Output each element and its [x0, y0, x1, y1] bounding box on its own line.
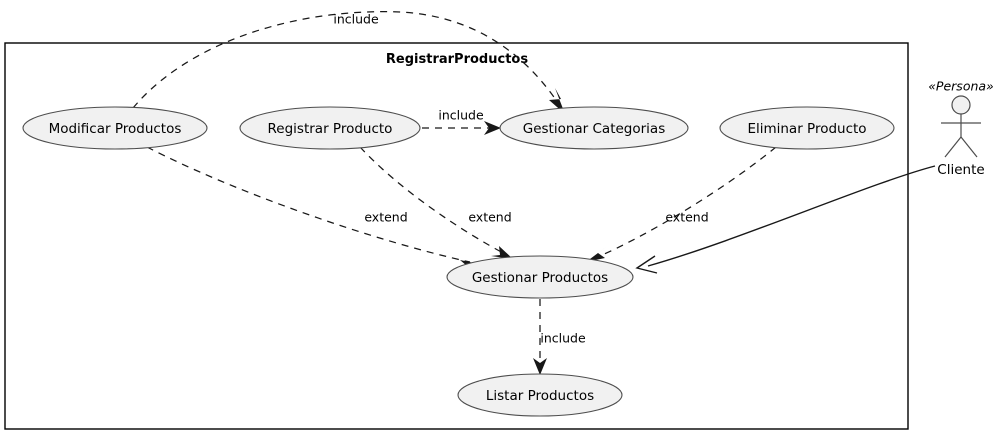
use-case-eliminar-producto[interactable]: Eliminar Producto [719, 106, 895, 150]
use-case-label: Eliminar Producto [747, 121, 866, 137]
edge-label-extend: extend [364, 210, 407, 225]
use-case-label: Gestionar Productos [472, 270, 608, 286]
edge-gestionar-to-listar: include [533, 299, 586, 375]
arrow-head-icon [635, 255, 658, 274]
use-case-modificar-productos[interactable]: Modificar Productos [22, 106, 208, 150]
actor-head-icon [951, 95, 971, 115]
edge-modificar-to-gestionar-productos: extend [146, 146, 479, 271]
arrow-head-icon [549, 88, 565, 114]
edge-modificar-to-gestionar-categorias: include [132, 11, 565, 114]
edge-line [647, 165, 936, 267]
actor-cliente[interactable]: «Persona» Cliente [928, 79, 994, 179]
use-case-registrar-producto[interactable]: Registrar Producto [239, 106, 421, 150]
edge-label-include: include [333, 12, 379, 27]
use-case-ellipse [239, 106, 421, 150]
edge-line [594, 146, 777, 259]
use-case-ellipse [719, 106, 895, 150]
arrow-head-icon [533, 358, 547, 375]
use-case-ellipse [22, 106, 208, 150]
edge-cliente-to-gestionar-productos [635, 165, 936, 274]
use-case-ellipse [499, 106, 689, 150]
use-case-label: Modificar Productos [49, 121, 182, 137]
arrow-head-icon [491, 246, 513, 259]
use-case-label: Registrar Producto [268, 121, 393, 137]
use-case-label: Gestionar Categorias [523, 121, 666, 137]
edge-label-extend: extend [468, 210, 511, 225]
use-case-label: Listar Productos [486, 388, 594, 404]
edge-line [146, 146, 471, 263]
actor-right-leg-icon [960, 136, 978, 158]
actor-stereotype-label: «Persona» [928, 79, 994, 94]
use-case-ellipse [446, 255, 634, 299]
edge-label-extend: extend [665, 210, 708, 225]
edge-label-include: include [438, 108, 484, 123]
use-case-gestionar-categorias[interactable]: Gestionar Categorias [499, 106, 689, 150]
use-case-listar-productos[interactable]: Listar Productos [457, 373, 623, 417]
edge-line [359, 146, 506, 255]
edge-label-include: include [540, 331, 586, 346]
edge-eliminar-to-gestionar-productos: extend [586, 146, 777, 262]
use-case-gestionar-productos[interactable]: Gestionar Productos [446, 255, 634, 299]
edge-registrar-to-gestionar-productos: extend [359, 146, 513, 259]
actor-left-leg-icon [944, 136, 962, 158]
package-boundary [4, 42, 909, 430]
edge-line [132, 11, 561, 109]
edge-registrar-to-gestionar-categorias: include [422, 108, 501, 135]
use-case-ellipse [457, 373, 623, 417]
package-title: RegistrarProductos [386, 52, 528, 67]
actor-name-label: Cliente [937, 162, 984, 178]
arrow-head-icon [484, 121, 501, 135]
arrow-head-icon [586, 247, 606, 262]
